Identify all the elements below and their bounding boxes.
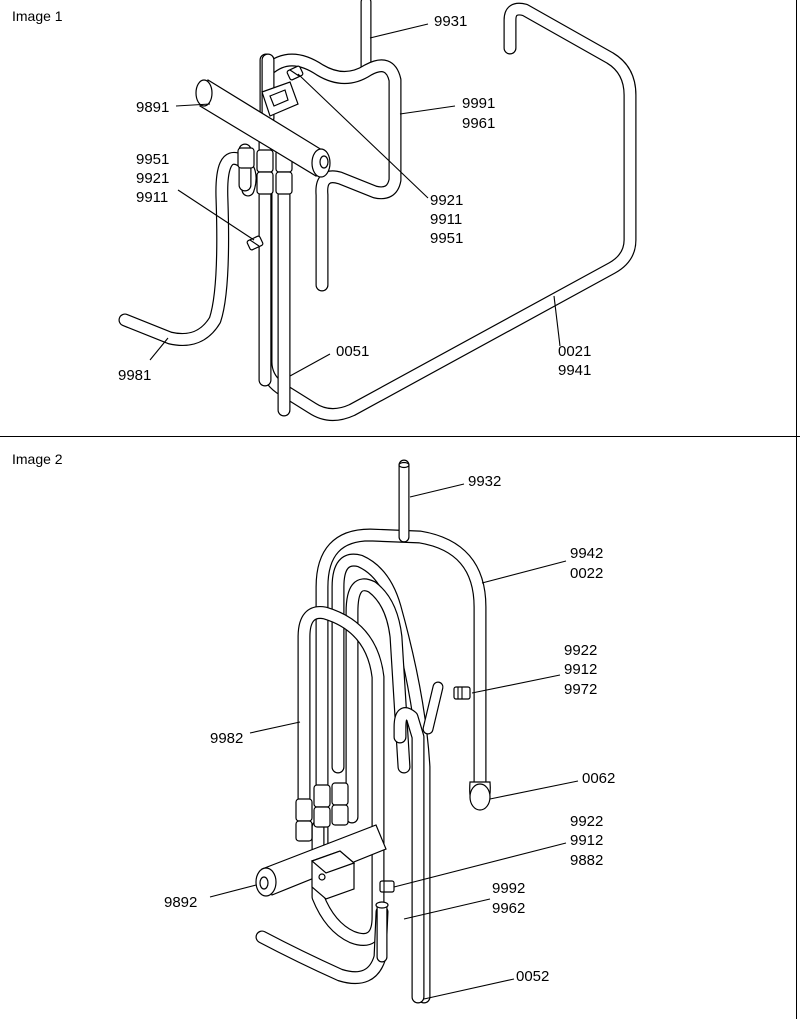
- valve-block: [310, 850, 356, 900]
- leader-9981: [149, 337, 169, 361]
- label-9931: 9931: [434, 13, 467, 30]
- image-1-panel: Image 1: [0, 0, 800, 437]
- leader-9922a: [471, 674, 561, 694]
- label-9911-left: 9911: [136, 189, 168, 206]
- label-9912-lower: 9912: [570, 832, 603, 849]
- label-9912-upper: 9912: [564, 661, 597, 678]
- fitting-upper: [286, 65, 304, 81]
- label-9921-left: 9921: [136, 170, 169, 187]
- frame-right-edge: [796, 0, 797, 1019]
- label-9962: 9962: [492, 900, 525, 917]
- label-9942: 9942: [570, 545, 603, 562]
- tube-stub: [375, 901, 389, 963]
- label-0021: 0021: [558, 343, 591, 360]
- leader-0051: [289, 353, 331, 377]
- leader-0062: [489, 780, 579, 800]
- tube-9991: [261, 53, 402, 292]
- label-0052: 0052: [516, 968, 549, 985]
- tube-0052: [393, 707, 425, 1004]
- label-9982: 9982: [210, 730, 243, 747]
- label-9991: 9991: [462, 95, 495, 112]
- label-9921-right: 9921: [430, 192, 463, 209]
- panel-divider: [0, 436, 800, 437]
- label-0062: 0062: [582, 770, 615, 787]
- label-9892: 9892: [164, 894, 197, 911]
- label-9932: 9932: [468, 473, 501, 490]
- label-9882: 9882: [570, 852, 603, 869]
- leader-9932: [409, 483, 465, 498]
- tube-middle-arch: [345, 578, 411, 824]
- label-0051: 0051: [336, 343, 369, 360]
- tube-9942: [315, 528, 487, 864]
- image-1-title: Image 1: [12, 8, 63, 24]
- leader-9992: [403, 898, 491, 920]
- elbow-0062: [469, 781, 491, 811]
- tube-9932: [398, 459, 410, 543]
- sleeves: [295, 782, 349, 842]
- leader-9991: [399, 105, 456, 115]
- sleeves: [237, 147, 293, 195]
- label-0022: 0022: [570, 565, 603, 582]
- image-1-diagram: 9931 9991 9961 9891 9951 9921 9911 9921 …: [118, 0, 637, 421]
- fitting-upper: [453, 686, 471, 700]
- leader-9942: [481, 560, 567, 584]
- label-9922-upper: 9922: [564, 642, 597, 659]
- bracket: [261, 81, 299, 117]
- drier-9891: [195, 79, 331, 178]
- label-9951-right: 9951: [430, 230, 463, 247]
- label-9972: 9972: [564, 681, 597, 698]
- label-9891: 9891: [136, 99, 169, 116]
- leader-9892: [209, 884, 257, 898]
- image-2-panel: Image 2: [0, 437, 800, 1019]
- leader-9982: [249, 721, 301, 734]
- leader-9921b: [297, 73, 429, 199]
- leader-9922b: [393, 842, 567, 888]
- label-9951-left: 9951: [136, 151, 169, 168]
- label-9961: 9961: [462, 115, 495, 132]
- label-9981: 9981: [118, 367, 151, 384]
- tube-bottom-left: [255, 905, 389, 985]
- label-9911-right: 9911: [430, 211, 462, 228]
- leader-9951a: [177, 189, 255, 241]
- image-2-title: Image 2: [12, 451, 63, 467]
- label-9922-lower: 9922: [570, 813, 603, 830]
- label-9992: 9992: [492, 880, 525, 897]
- tube-9982: [297, 606, 385, 946]
- rod: [422, 681, 444, 735]
- leader-0052: [423, 978, 515, 1000]
- fitting-lower: [379, 880, 395, 893]
- image-2-diagram: 9932 9942 0022 9922 9912 9972 9982 0062 …: [164, 459, 615, 1004]
- leader-9931: [369, 23, 429, 39]
- fitting-lower: [246, 235, 264, 251]
- leader-9891: [175, 103, 211, 107]
- label-9941: 9941: [558, 362, 591, 379]
- leader-0021: [553, 295, 561, 347]
